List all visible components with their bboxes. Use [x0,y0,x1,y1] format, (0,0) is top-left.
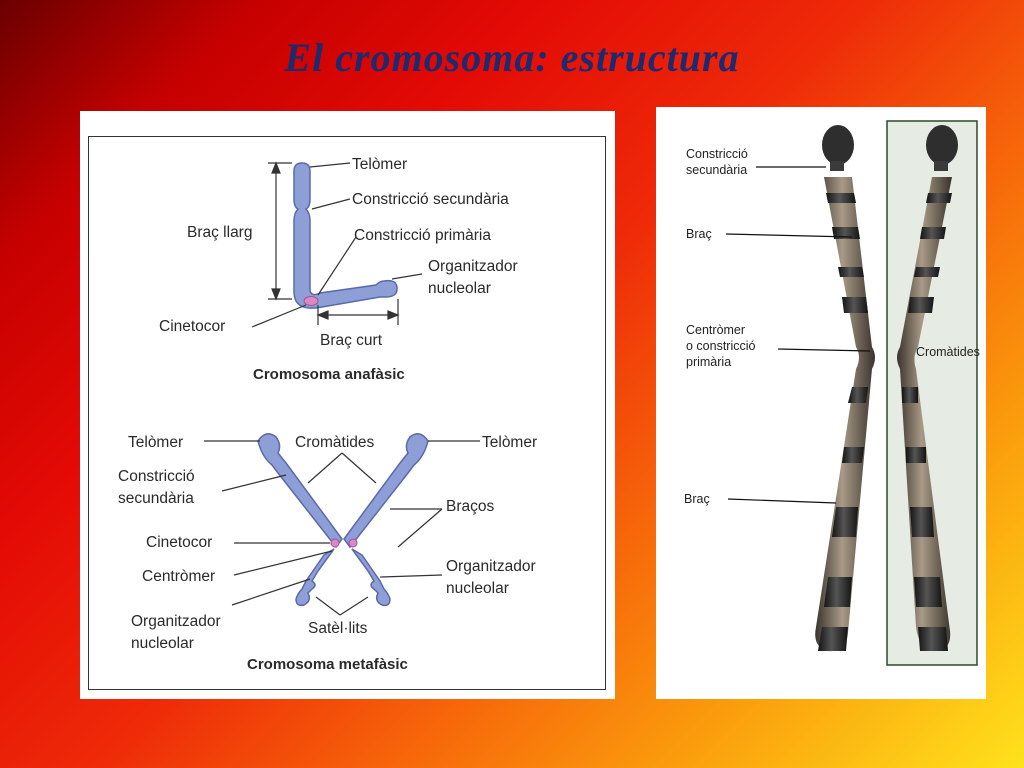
photo-label-brac-bottom: Braç [684,492,710,506]
chromatid-right [897,125,958,651]
anaphase-kinetochore [303,296,319,306]
caption-metaphase: Cromosoma metafàsic [247,656,408,673]
schematic-diagram: Telòmer Constricció secundària Braç llar… [118,156,537,673]
label-organitzador-right-2: nucleolar [446,580,509,597]
label-cinetocor: Cinetocor [159,318,225,335]
label-brac-llarg: Braç llarg [187,224,252,241]
label-telomer-left: Telòmer [128,434,183,451]
schematic-frame [88,136,606,690]
illustration-leader-lines [725,166,871,504]
label-constriccio-primaria: Constricció primària [354,227,491,244]
metaphase-leader-lines [204,440,480,616]
photo-label-cromatides: Cromàtides [916,345,980,359]
photo-label-centromer-1: Centròmer [686,323,745,337]
label-organitzador-right-1: Organitzador [446,558,536,575]
label-telomer-right: Telòmer [482,434,537,451]
schematic-panel: Telòmer Constricció secundària Braç llar… [80,111,615,699]
photo-label-centromer-3: primària [686,355,731,369]
label-constriccio-1: Constricció [118,468,195,485]
chromosome-illustration: Constricció secundària Braç Centròmer o … [684,120,980,666]
label-organitzador-left-2: nucleolar [131,635,194,652]
anaphase-leader-lines [251,162,423,328]
label-cinetocor-meta: Cinetocor [146,534,212,551]
photo-label-brac-top: Braç [686,227,712,241]
label-brac-curt: Braç curt [320,332,383,349]
label-constriccio-secundaria: Constricció secundària [352,191,509,208]
anaphase-chromosome [293,162,398,309]
label-cromatides: Cromàtides [295,434,374,451]
caption-anaphase: Cromosoma anafàsic [253,366,405,383]
label-constriccio-2: secundària [118,490,194,507]
photo-label-constriccio-1: Constricció [686,147,748,161]
label-telomer: Telòmer [352,156,407,173]
label-satellits: Satèl·lits [308,620,368,637]
label-bracos: Braços [446,498,494,515]
chromosome-illustration-panel: Constricció secundària Braç Centròmer o … [656,107,986,699]
photo-label-constriccio-2: secundària [686,163,747,177]
label-organitzador-2: nucleolar [428,280,491,297]
label-centromer: Centròmer [142,568,215,585]
slide-title: El cromosoma: estructura [284,35,740,80]
anaphase-dimension-lines [268,161,400,325]
photo-label-centromer-2: o constricció [686,339,756,353]
label-organitzador-left-1: Organitzador [131,613,221,630]
metaphase-kinetochore-right [348,538,358,548]
label-organitzador-1: Organitzador [428,258,518,275]
metaphase-kinetochore-left [330,538,340,548]
chromatid-left [815,125,875,652]
metaphase-chromosome [257,433,429,607]
